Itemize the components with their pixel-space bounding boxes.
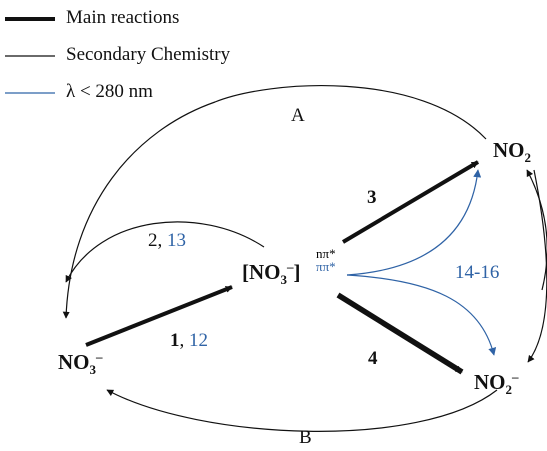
species-no2: NO2 [493, 138, 531, 166]
species-nitrate: NO3– [58, 349, 103, 378]
arc-a-secondary [62, 85, 487, 319]
arc-b-label: B [299, 427, 312, 448]
legend-main-label: Main reactions [66, 7, 180, 28]
uv-branch-to-nitrite [346, 274, 497, 356]
right-arc-to-no2 [526, 169, 547, 291]
state-pipi: ππ* [316, 259, 336, 274]
legend-uv-label: λ < 280 nm [66, 81, 153, 102]
right-arc-to-nitrite [527, 169, 547, 363]
arc-r2-secondary [65, 221, 265, 283]
arrow-r3-main [341, 160, 480, 244]
reaction-1-label: 1, 12 [170, 330, 208, 351]
arc-a-label: A [291, 105, 305, 126]
reaction-2-label: 2, 13 [148, 230, 186, 251]
arrow-r1-main [85, 285, 233, 347]
reaction-4-label: 4 [368, 348, 378, 369]
reaction-3-label: 3 [367, 187, 377, 208]
state-npi: nπ* [316, 246, 336, 261]
arc-b-secondary [106, 389, 498, 432]
arrow-r4-main [336, 292, 464, 375]
species-excited-nitrate: [NO3–] [242, 259, 301, 288]
reaction-uv-branch-label: 14-16 [455, 262, 500, 283]
excited-states: nπ* ππ* [316, 247, 336, 273]
uv-branch-to-no2 [346, 169, 482, 276]
species-nitrite: NO2– [474, 369, 519, 398]
legend-secondary-label: Secondary Chemistry [66, 44, 231, 65]
